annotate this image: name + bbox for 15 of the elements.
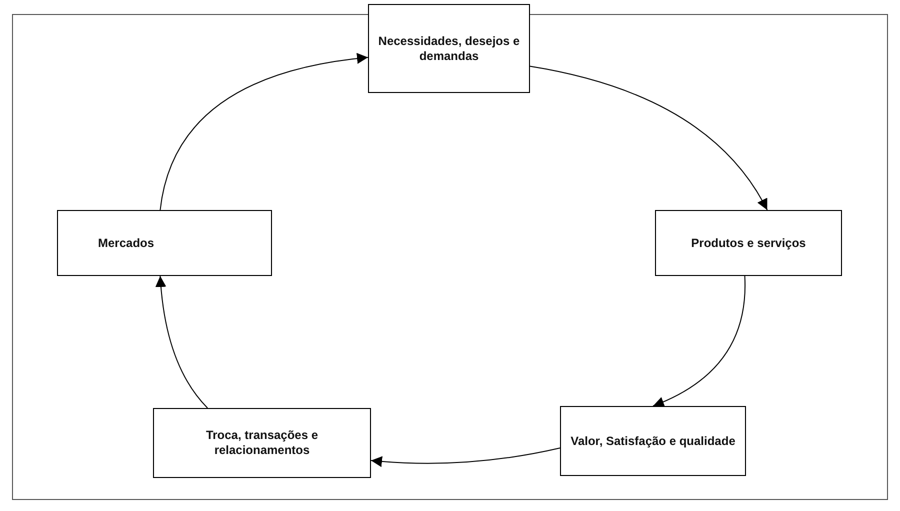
arrow bbox=[652, 276, 746, 407]
box-label: Necessidades, desejos e demandas bbox=[377, 34, 521, 64]
arrow bbox=[156, 276, 208, 408]
arrow bbox=[370, 448, 560, 467]
process-box bbox=[368, 4, 530, 93]
box-label: Troca, transações e relacionamentos bbox=[204, 428, 320, 458]
box-label: Produtos e serviços bbox=[690, 236, 807, 250]
process-box bbox=[655, 210, 842, 276]
box-label: Mercados bbox=[98, 236, 156, 250]
box-label: Valor, Satisfação e qualidade bbox=[570, 434, 736, 448]
arrow bbox=[530, 66, 768, 210]
process-box bbox=[153, 408, 371, 478]
process-box bbox=[57, 210, 272, 276]
arrow bbox=[160, 53, 368, 210]
process-box bbox=[560, 406, 746, 476]
